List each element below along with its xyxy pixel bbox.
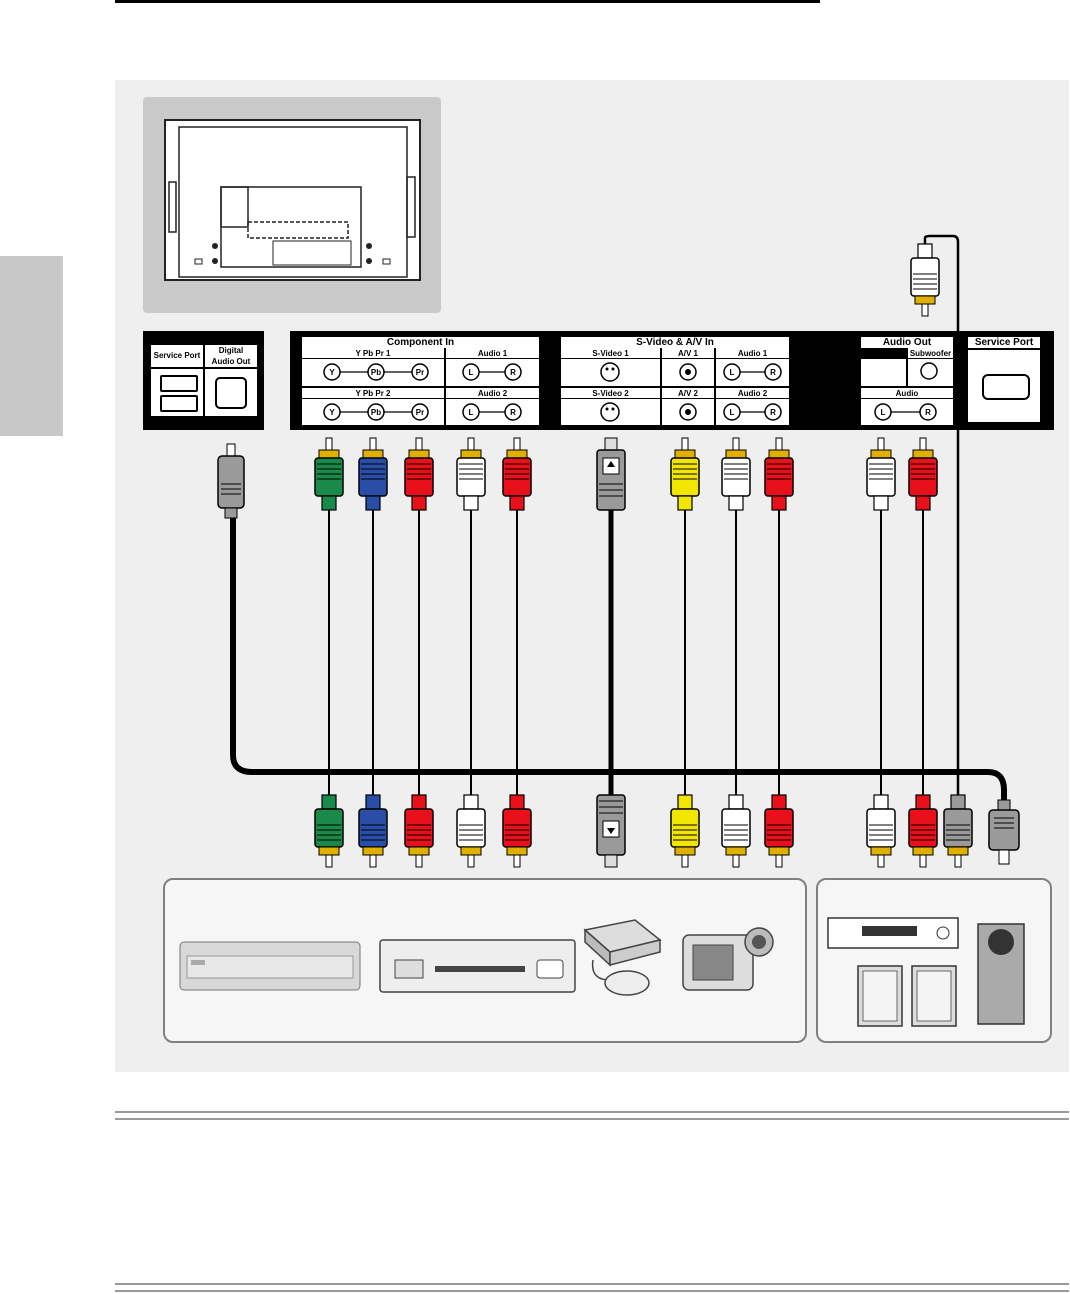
vcr-icon — [380, 940, 575, 992]
rca-plug-red-top — [909, 438, 937, 510]
svg-text:R: R — [510, 408, 516, 417]
svg-text:L: L — [730, 408, 735, 417]
jack-pb1: Pb — [371, 368, 381, 377]
jack-pb2: Pb — [371, 408, 381, 417]
rca-plug-blue-top — [359, 438, 387, 510]
rca-plug-red-bottom — [503, 795, 531, 867]
audio-devices-box — [816, 878, 1052, 1043]
optical-plug-bottom — [989, 800, 1019, 864]
jack-pr2: Pr — [416, 408, 424, 417]
svg-text:L: L — [469, 408, 474, 417]
dvd-player-icon — [180, 942, 360, 990]
optical-plug-top — [218, 444, 244, 518]
svideo-plug-top — [597, 438, 625, 510]
rca-plug-white-top — [722, 438, 750, 510]
rca-plug-red-top — [503, 438, 531, 510]
svg-text:R: R — [770, 408, 776, 417]
speaker-icon — [858, 966, 956, 1026]
svg-text:L: L — [730, 368, 735, 377]
rca-plug-red-top — [405, 438, 433, 510]
svg-text:R: R — [770, 368, 776, 377]
jack-y1: Y — [329, 368, 335, 377]
rca-plug-red-bottom — [909, 795, 937, 867]
camcorder-icon — [683, 928, 773, 990]
jack-pr1: Pr — [416, 368, 424, 377]
rca-plug-red-bottom — [765, 795, 793, 867]
rca-plug-white-bottom — [722, 795, 750, 867]
svg-text:R: R — [510, 368, 516, 377]
rca-plug-yellow-bottom — [671, 795, 699, 867]
rca-plug-gray-bottom — [944, 795, 972, 867]
rca-plug-red-bottom — [405, 795, 433, 867]
rca-plug-blue-bottom — [359, 795, 387, 867]
svideo-plug-bottom — [597, 795, 625, 867]
source-devices-box — [163, 878, 807, 1043]
svg-text:L: L — [881, 408, 886, 417]
rca-plug-white-bottom — [457, 795, 485, 867]
rca-plug-white-top — [457, 438, 485, 510]
subwoofer-icon — [978, 924, 1024, 1024]
rca-plug-green-bottom — [315, 795, 343, 867]
stereo-receiver-icon — [828, 918, 958, 948]
game-console-icon — [585, 920, 660, 995]
jack-y2: Y — [329, 408, 335, 417]
rca-plug-white-bottom — [867, 795, 895, 867]
note-bottom-rule — [115, 1283, 1069, 1292]
rca-plug-green-top — [315, 438, 343, 510]
rca-plug-yellow-top — [671, 438, 699, 510]
rca-plug-red-top — [765, 438, 793, 510]
svg-text:R: R — [925, 408, 931, 417]
svg-text:L: L — [469, 368, 474, 377]
rca-plug-white-top — [867, 438, 895, 510]
note-top-rule — [115, 1111, 1069, 1120]
rca-plug-subwoofer — [911, 244, 939, 316]
